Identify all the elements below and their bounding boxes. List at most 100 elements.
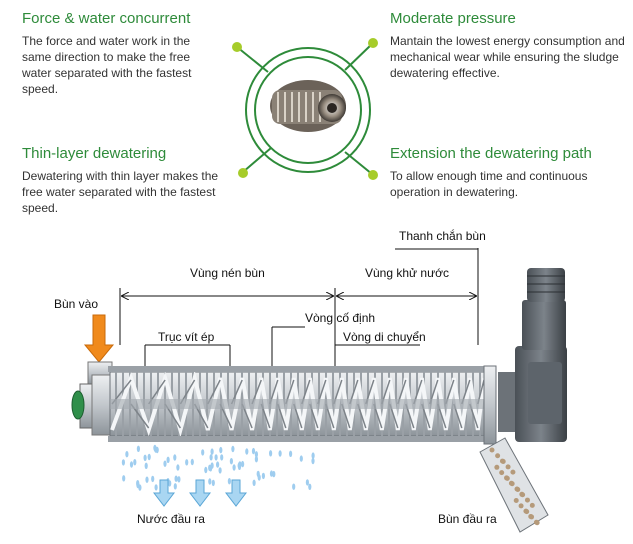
water-drop <box>173 454 177 461</box>
water-drop <box>211 479 215 487</box>
water-drop <box>163 460 167 467</box>
water-drop <box>269 450 273 457</box>
filtrate-drops <box>121 444 315 491</box>
feature-title: Moderate pressure <box>390 10 516 27</box>
water-drop <box>254 456 258 463</box>
label-sludge-inlet: Bùn vào <box>54 297 99 311</box>
right-end-plate <box>483 365 497 445</box>
sludge-cake-piece <box>514 486 520 492</box>
water-drop <box>269 470 274 477</box>
feature-force-water: Force & water concurrent The force and w… <box>22 10 212 97</box>
sludge-cake-piece <box>494 464 500 470</box>
water-drop <box>204 466 208 474</box>
screw-cartridge-icon <box>270 80 346 132</box>
dimension-lines <box>119 248 479 375</box>
water-drop <box>121 459 125 466</box>
label-water-outlet: Nước đầu ra <box>137 512 205 526</box>
label-dewatering-zone: Vùng khử nước <box>365 266 449 280</box>
water-drop <box>153 444 157 452</box>
water-drop <box>254 451 258 458</box>
water-drop <box>151 475 155 483</box>
inner-ring <box>254 56 362 164</box>
water-drop <box>208 464 212 471</box>
water-drop <box>245 448 249 455</box>
connector-line <box>344 43 373 71</box>
feature-text: The force and water work in the same dir… <box>22 34 192 96</box>
water-drop <box>173 483 177 490</box>
water-drop <box>227 478 231 485</box>
water-drop <box>299 455 303 462</box>
water-drop <box>308 483 312 490</box>
sludge-cake-piece <box>505 464 511 470</box>
water-drop <box>133 459 137 466</box>
water-drop <box>154 484 158 491</box>
feature-title: Force & water concurrent <box>22 10 191 27</box>
connector-line <box>242 147 272 173</box>
water-drop <box>261 472 265 480</box>
water-drop <box>208 478 212 485</box>
sludge-cake-piece <box>510 469 516 475</box>
sludge-cake-piece <box>508 480 514 486</box>
sludge-cake-piece <box>524 497 530 503</box>
emblem <box>232 38 378 180</box>
label-fixed-ring: Vòng cố định <box>305 311 376 325</box>
water-drop <box>129 461 134 468</box>
sludge-cake-piece <box>495 453 501 459</box>
water-drop <box>185 459 189 466</box>
sludge-cake-piece <box>528 513 534 519</box>
water-drop <box>292 483 296 490</box>
water-drop <box>209 454 213 461</box>
water-drop <box>220 454 224 461</box>
water-drop <box>311 452 315 459</box>
water-drop <box>190 458 194 466</box>
water-drop <box>174 475 178 482</box>
sludge-inlet-arrow <box>83 314 115 363</box>
screw-drum <box>108 366 492 442</box>
water-drop <box>216 461 220 468</box>
water-drop <box>311 457 315 465</box>
water-drop <box>136 445 140 452</box>
water-drop <box>237 463 242 470</box>
water-drop <box>257 474 261 481</box>
sludge-cake-piece <box>523 508 529 514</box>
water-drop <box>210 448 214 455</box>
feature-thin-layer: Thin-layer dewatering Dewatering with th… <box>22 145 237 216</box>
feature-moderate-pressure: Moderate pressure Mantain the lowest ene… <box>390 10 625 81</box>
label-moving-ring: Vòng di chuyển <box>343 330 426 344</box>
water-drop <box>125 451 129 458</box>
water-drop <box>214 454 218 461</box>
label-screw-shaft: Trục vít ép <box>158 330 215 344</box>
sludge-cake-piece <box>489 447 495 453</box>
water-drop <box>210 462 214 469</box>
water-drop <box>252 479 256 486</box>
sludge-cake-piece <box>529 502 535 508</box>
connector-dot <box>232 42 242 52</box>
water-drop <box>176 464 180 471</box>
water-drop <box>201 449 205 456</box>
water-drop <box>144 462 148 469</box>
sludge-cake-piece <box>519 491 525 497</box>
water-drop <box>232 464 236 471</box>
connector-dot <box>238 168 248 178</box>
water-drop <box>145 476 149 483</box>
water-drop <box>122 475 126 482</box>
sludge-cake-piece <box>504 475 510 481</box>
water-drop <box>166 456 170 463</box>
water-drop <box>241 460 245 468</box>
connector-dot <box>368 38 378 48</box>
feature-text: Dewatering with thin layer makes the fre… <box>22 169 219 215</box>
water-drop <box>218 467 222 474</box>
water-outlet-arrows <box>152 479 248 507</box>
feature-text: To allow enough time and continuous oper… <box>390 169 588 199</box>
water-drop <box>143 454 147 461</box>
sludge-cake-piece <box>499 458 505 464</box>
sludge-cake-piece <box>533 519 539 525</box>
sludge-cake-piece <box>499 470 505 476</box>
water-drop <box>231 445 235 453</box>
water-drop <box>289 450 293 457</box>
water-drop <box>147 453 151 461</box>
sludge-cake-piece <box>518 503 524 509</box>
sludge-cake-piece <box>513 498 519 504</box>
left-end-cap <box>71 374 111 436</box>
